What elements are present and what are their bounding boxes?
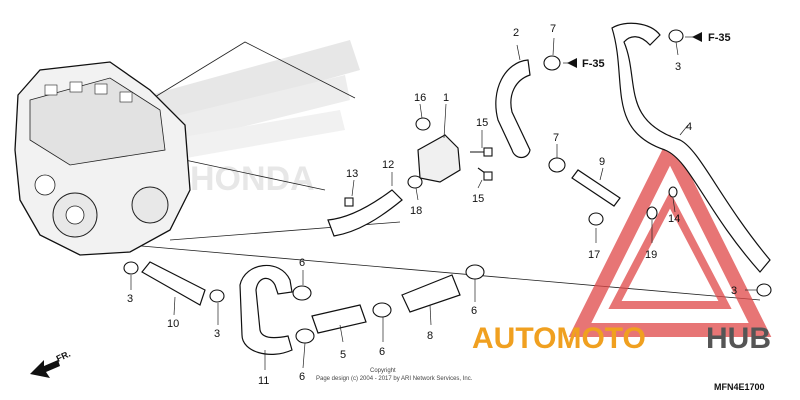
honda-wing-logo: HONDA (150, 40, 360, 198)
callout-leaders (130, 36, 757, 370)
ref-arrow-2: F-35 (692, 32, 731, 44)
ref-arrow-1: F-35 (567, 58, 605, 70)
callout-7-top: 7 (550, 23, 556, 35)
callout-8: 8 (427, 330, 433, 342)
bolts (344, 147, 493, 207)
watermark-triangle (568, 134, 772, 337)
hose-5 (311, 304, 367, 334)
callout-11: 11 (258, 375, 269, 387)
hose-11 (239, 265, 293, 355)
hose-12 (327, 189, 403, 237)
callout-19: 19 (645, 249, 657, 261)
hose-4 (611, 22, 771, 273)
callout-3-right: 3 (731, 285, 737, 297)
callout-6-lower: 6 (299, 371, 305, 383)
callout-15-bottom: 15 (472, 193, 484, 205)
hose-10 (141, 261, 206, 306)
callout-5: 5 (340, 349, 346, 361)
engine-assembly (14, 61, 191, 256)
callout-17: 17 (588, 249, 600, 261)
callout-6-upper: 6 (299, 257, 305, 269)
front-direction-label: FR. (55, 349, 72, 364)
callout-3-mid: 3 (214, 328, 220, 340)
copyright-line-2: Page design (c) 2004 - 2017 by ARI Netwo… (316, 376, 473, 382)
callout-6-right: 6 (471, 305, 477, 317)
callout-18: 18 (410, 205, 422, 217)
callout-16: 16 (414, 92, 426, 104)
callout-2: 2 (513, 27, 519, 39)
pipe-9 (571, 169, 621, 207)
callout-7-mid: 7 (553, 132, 559, 144)
watermark-text-automoto: AUTOMOTO (472, 322, 646, 355)
thermostat-housing (417, 134, 461, 183)
ref-f35-1: F-35 (582, 58, 605, 70)
hose-2 (495, 59, 531, 159)
callout-12: 12 (382, 159, 394, 171)
diagram-code: MFN4E1700 (714, 382, 765, 392)
callout-14: 14 (668, 213, 680, 225)
callout-9: 9 (599, 156, 605, 168)
callout-3-left: 3 (127, 293, 133, 305)
callout-3-top: 3 (675, 61, 681, 73)
honda-logo-text: HONDA (190, 160, 315, 198)
callout-4: 4 (686, 121, 692, 133)
callout-6-center: 6 (379, 346, 385, 358)
hose-8 (401, 274, 461, 313)
hose-clamps (123, 29, 772, 344)
callout-15-top: 15 (476, 117, 488, 129)
watermark-text-hub: HUB (706, 322, 771, 355)
front-direction-arrow-icon: FR. (30, 349, 72, 378)
callout-1: 1 (443, 92, 449, 104)
callout-13: 13 (346, 168, 358, 180)
copyright-line-1: Copyright (370, 368, 396, 374)
ref-f35-2: F-35 (708, 32, 731, 44)
callout-10: 10 (167, 318, 179, 330)
